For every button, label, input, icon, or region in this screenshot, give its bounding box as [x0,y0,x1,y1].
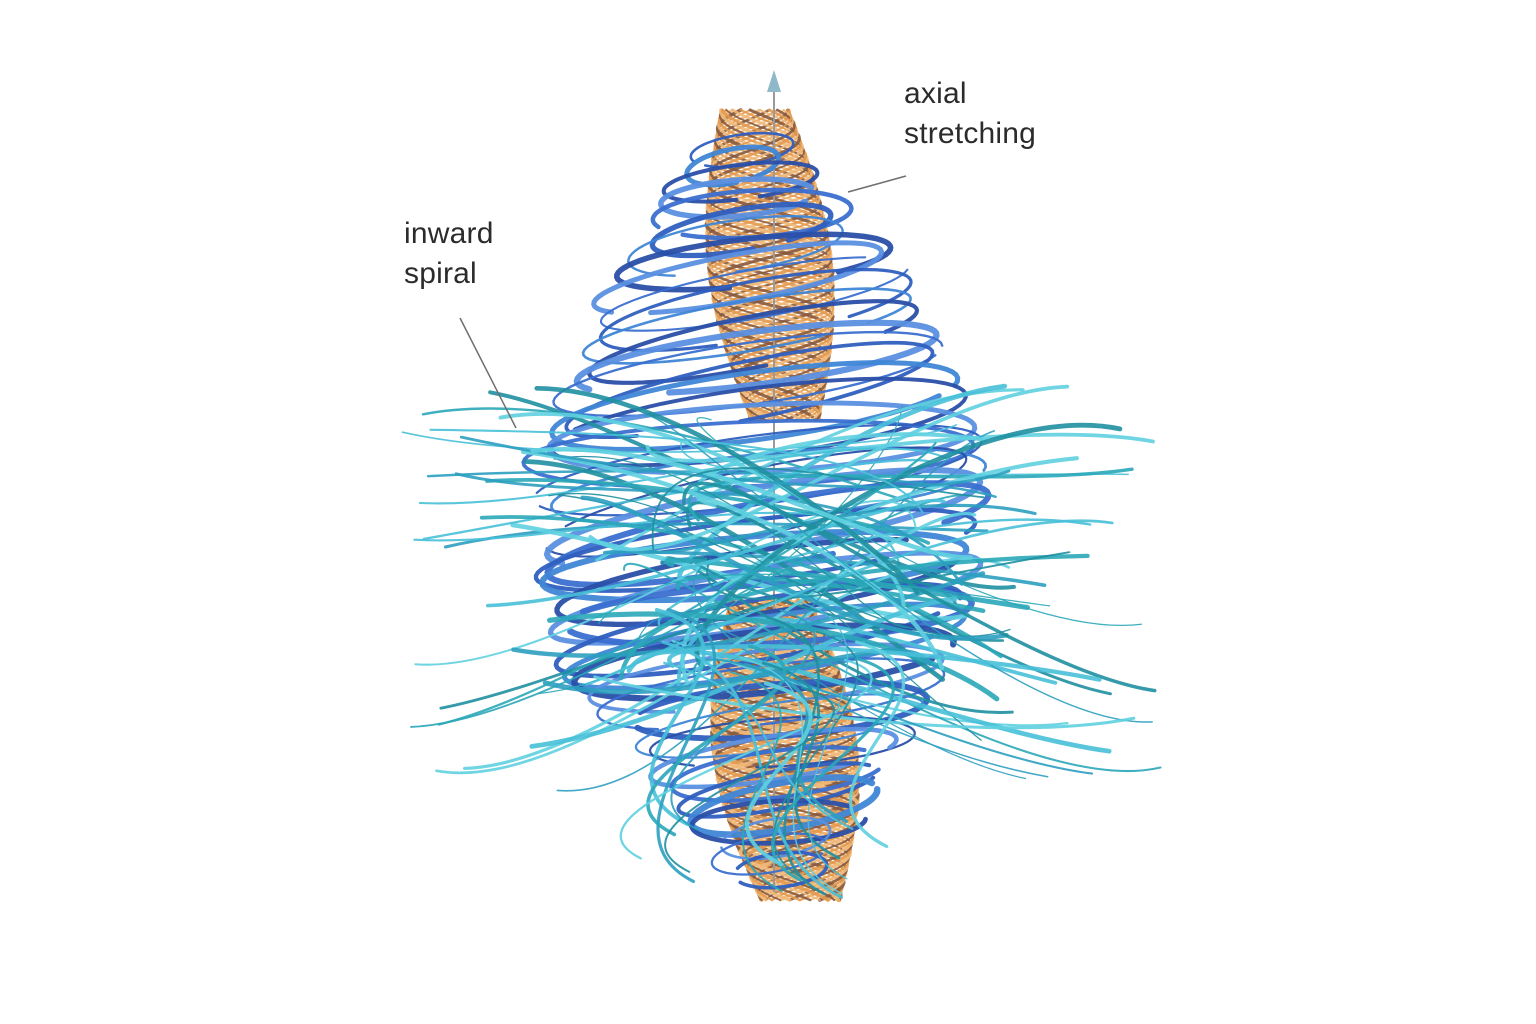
teal-streamline [534,385,920,596]
axial-stretching-label-line1: axial [904,77,967,110]
teal-streamline [485,498,946,608]
teal-streamline [656,608,717,883]
teal-streamline [661,640,844,899]
core-strand [705,108,834,422]
teal-streamline [520,449,945,671]
teal-streamline [682,481,1157,693]
teal-streamline [765,615,826,896]
teal-streamline [547,611,1000,702]
teal-streamline [680,456,1079,684]
blue-ring [648,726,899,790]
inward-spiral-label-line1: inward [404,217,494,250]
blue-ring [627,214,844,277]
teal-streamline [437,441,937,726]
teal-streamline [651,467,985,550]
teal-streamline [644,415,1153,723]
teal-streamline [429,428,924,514]
teal-streamline [619,658,873,860]
inward-spiral-label-line2: spiral [404,257,477,290]
blue-ring [533,507,978,593]
blue-ring [591,240,885,316]
blue-ring [573,319,940,396]
teal-streamline [553,456,910,628]
blue-ring [581,287,912,365]
teal-streamline [773,630,859,881]
teal-streamline [580,495,1009,641]
blue-ring [552,330,944,418]
core-strand [708,109,834,421]
teal-streamline [418,447,949,505]
axial-stretching-label: axial stretching [904,74,1036,154]
teal-streamline [670,609,816,831]
blue-ring [549,360,961,452]
blue-ring [598,267,913,353]
teal-streamline [706,551,1071,600]
teal-streamline [663,661,854,830]
axial-stretching-leader-line [847,175,907,193]
teal-streamline [598,573,1051,624]
teal-streamline [511,571,986,658]
core-strand [707,108,835,422]
teal-streamline [463,511,977,770]
teal-streamline [426,470,997,499]
teal-streamline [849,640,906,849]
core-strand [711,598,859,902]
blue-ring [661,160,820,204]
teal-streamline [664,686,835,873]
axial-stretching-label-line2: stretching [904,117,1037,150]
blue-ring [710,832,826,876]
teal-streamline [530,447,973,560]
teal-streamline [692,658,1094,775]
blue-ring [658,176,815,220]
inward-spiral-label: inward spiral [404,214,494,294]
core-strand [707,109,835,421]
vortex-teal-streamlines [401,383,1162,899]
teal-streamline [770,657,895,882]
teal-streamline [796,600,848,880]
teal-streamline [623,562,1162,773]
teal-streamline [588,384,1070,552]
blue-ring [544,480,992,588]
teal-streamline [664,557,1030,610]
teal-streamline [739,656,843,895]
core-strand [705,108,834,422]
teal-streamline [761,661,841,860]
teal-streamline [529,596,958,749]
teal-streamline [556,430,996,792]
blue-ring [649,201,834,259]
teal-streamline [585,519,1114,686]
inward-spiral-leader-line [459,317,517,429]
blue-ring [587,299,920,385]
teal-streamline [646,503,1037,555]
core-strand [712,598,859,902]
blue-ring [613,231,894,293]
teal-streamline [454,472,964,586]
teal-streamline [649,607,706,827]
arrow-up-icon [767,70,781,92]
